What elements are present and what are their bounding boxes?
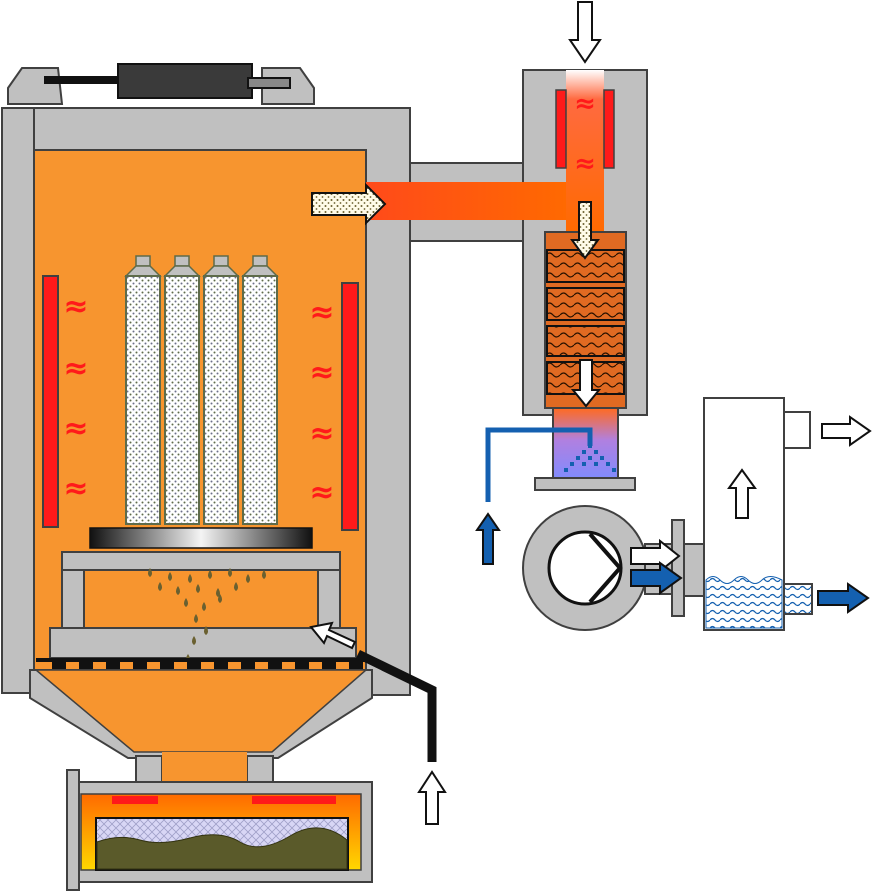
tray-heater-right xyxy=(252,796,336,804)
water-supply-line xyxy=(485,427,593,502)
drip-droplet xyxy=(262,570,266,579)
drip-droplet xyxy=(176,586,180,595)
heat-symbols-right: ≈ ≈ ≈ ≈ xyxy=(309,295,334,510)
spray-dots xyxy=(564,444,616,472)
spray-dot xyxy=(582,450,586,454)
filter-cartridge xyxy=(163,255,201,525)
residue xyxy=(96,827,348,870)
svg-text:≈: ≈ xyxy=(63,351,88,386)
filter-cartridge xyxy=(241,255,279,525)
lid-hinge-left xyxy=(7,67,64,105)
spray-dot xyxy=(612,468,616,472)
drip-droplet xyxy=(228,568,232,577)
air-feed-pipe xyxy=(356,649,437,762)
spray-dot xyxy=(582,462,586,466)
svg-text:≈: ≈ xyxy=(309,416,334,451)
svg-text:≈: ≈ xyxy=(309,295,334,330)
actuator-rod-end xyxy=(247,77,291,89)
furnace: ≈ ≈ ≈ ≈ ≈ ≈ ≈ ≈ xyxy=(1,63,411,759)
drip-droplets xyxy=(148,568,266,663)
drip-droplet xyxy=(218,594,222,603)
hot-gas-duct xyxy=(366,182,572,220)
drip-droplet xyxy=(158,582,162,591)
quench-section xyxy=(485,407,636,502)
water-inlet-arrow xyxy=(475,512,501,565)
drain-outlet-arrow xyxy=(817,582,870,614)
air-injection-arrow xyxy=(309,621,357,650)
drip-droplet xyxy=(148,568,152,577)
drip-droplet xyxy=(246,574,250,583)
svg-text:≈: ≈ xyxy=(63,471,88,506)
air-inlet-arrow-top xyxy=(568,1,602,64)
drain-port xyxy=(783,583,813,615)
hopper-funnel-interior xyxy=(33,669,369,753)
heater-right xyxy=(341,282,359,531)
furnace-left-wall xyxy=(1,107,37,694)
scrubber-outlet-port xyxy=(783,411,811,449)
afterburner-heater-left xyxy=(555,89,567,169)
afterburner-heater-right xyxy=(603,89,615,169)
fan-impeller xyxy=(547,530,623,606)
filter-cartridges xyxy=(124,255,279,525)
clean-gas-outlet-arrow xyxy=(821,415,872,447)
spray-dot xyxy=(564,468,568,472)
ash-tray xyxy=(66,752,373,891)
spray-dot xyxy=(588,456,592,460)
fan-outlet-flange xyxy=(671,519,685,617)
spray-dot xyxy=(576,456,580,460)
offgas-arrow-into-duct xyxy=(311,182,387,226)
drip-droplet xyxy=(204,626,208,635)
drip-droplet xyxy=(168,572,172,581)
support-plate xyxy=(89,527,313,549)
rack-frame xyxy=(49,551,357,659)
filter-cartridge xyxy=(202,255,240,525)
quench-chamber xyxy=(552,407,619,481)
heater-left xyxy=(42,275,59,528)
svg-text:≈: ≈ xyxy=(309,475,334,510)
svg-text:≈: ≈ xyxy=(63,289,88,324)
tray-heater-left xyxy=(112,796,158,804)
drip-droplet xyxy=(188,574,192,583)
drip-droplet xyxy=(196,584,200,593)
svg-text:≈: ≈ xyxy=(309,355,334,390)
quench-flange xyxy=(534,477,636,491)
svg-text:≈: ≈ xyxy=(63,411,88,446)
ash-tray-flange xyxy=(66,769,80,891)
heat-symbols-left: ≈ ≈ ≈ ≈ xyxy=(63,289,88,506)
fan-outlet-collar xyxy=(683,543,707,597)
offgas-arrow-down xyxy=(570,201,600,260)
drip-droplet xyxy=(234,582,238,591)
lid-actuator xyxy=(117,63,253,99)
gas-rise-arrow xyxy=(727,468,757,519)
flow-arrows xyxy=(309,1,872,825)
spray-dot xyxy=(600,456,604,460)
water-arrow-into-scrubber xyxy=(630,561,683,595)
drip-droplet xyxy=(216,588,220,597)
filter-cartridge xyxy=(124,255,162,525)
drip-droplet xyxy=(194,614,198,623)
drip-droplet xyxy=(208,570,212,579)
actuator-rod xyxy=(44,76,122,84)
spray-dot xyxy=(594,450,598,454)
exhaust-fan xyxy=(522,505,707,631)
drip-droplet xyxy=(184,598,188,607)
drip-droplet xyxy=(192,636,196,645)
spray-dot xyxy=(606,462,610,466)
spray-dot xyxy=(570,462,574,466)
exhaust-fan-icon xyxy=(588,532,623,604)
spray-dot xyxy=(588,444,592,448)
gas-arrow-into-scrubber xyxy=(630,538,681,574)
scrubber xyxy=(703,397,813,631)
afterburner: ≈ ≈ xyxy=(366,69,648,416)
drip-droplet xyxy=(202,602,206,611)
heat-symbol: ≈ xyxy=(574,89,596,119)
spray-dot xyxy=(594,462,598,466)
heat-symbol: ≈ xyxy=(574,149,596,179)
gas-arrow-down xyxy=(570,359,602,408)
air-inlet-arrow-bottom xyxy=(417,770,447,825)
scrubber-water xyxy=(705,576,783,629)
